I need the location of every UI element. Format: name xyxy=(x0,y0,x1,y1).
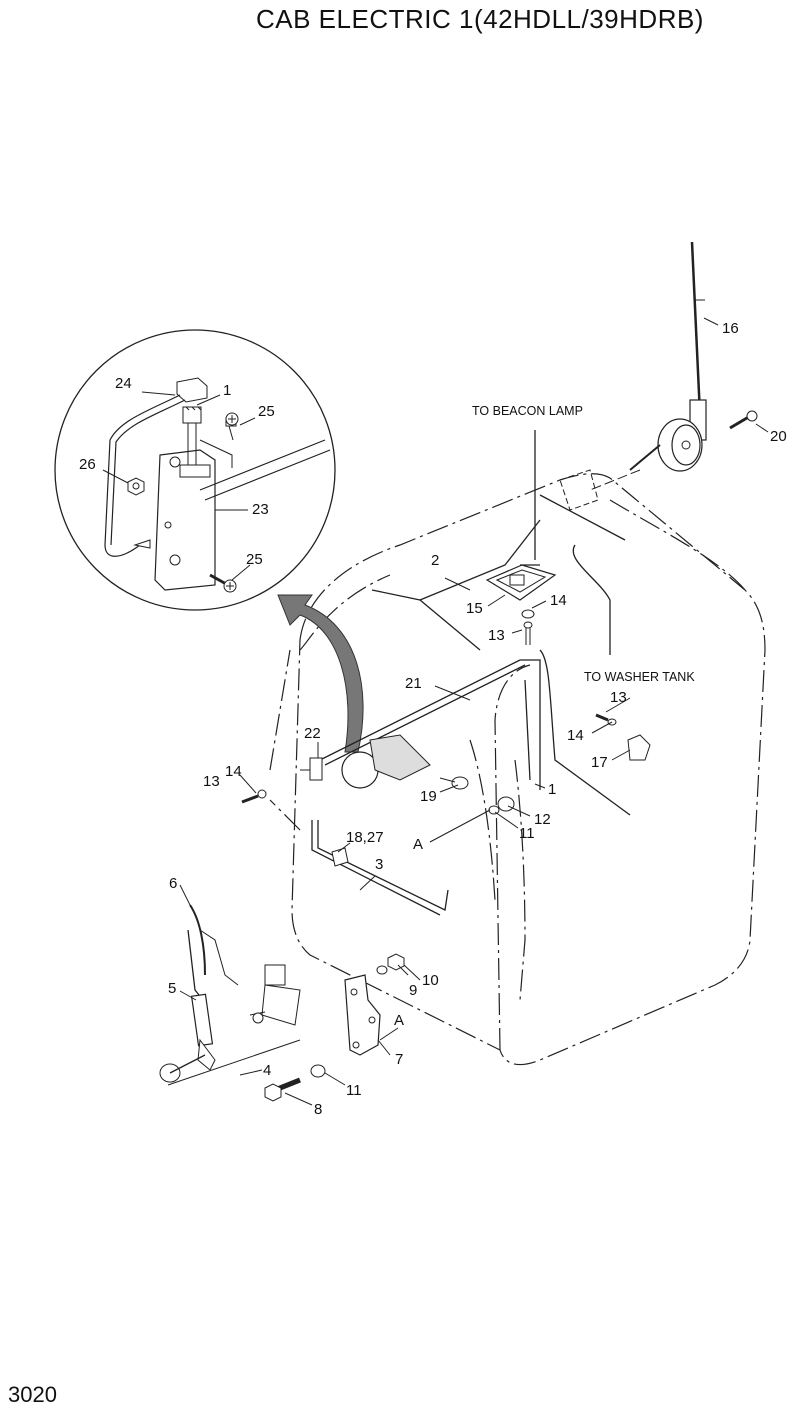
callout-13-top: 13 xyxy=(488,627,505,644)
callout-13-right: 13 xyxy=(610,689,627,706)
callout-19: 19 xyxy=(420,788,437,805)
callout-4: 4 xyxy=(263,1062,271,1079)
page-number: 3020 xyxy=(8,1382,57,1407)
beacon-connector xyxy=(485,564,557,601)
callout-14-top: 14 xyxy=(550,592,567,609)
callout-26: 26 xyxy=(79,456,96,473)
callout-5: 5 xyxy=(168,980,176,997)
seat-switch xyxy=(159,904,301,1083)
callout-16: 16 xyxy=(722,320,739,337)
callout-8: 8 xyxy=(314,1101,322,1118)
bracket-7 xyxy=(344,974,381,1056)
callout-9: 9 xyxy=(409,982,417,999)
harness-lower xyxy=(311,820,449,916)
callout-21: 21 xyxy=(405,675,422,692)
detail-view xyxy=(54,329,336,611)
beacon-lamp-note: TO BEACON LAMP xyxy=(472,404,583,418)
callout-25-top: 25 xyxy=(258,403,275,420)
page-title: CAB ELECTRIC 1(42HDLL/39HDRB) xyxy=(256,4,704,34)
washer-tank-note: TO WASHER TANK xyxy=(584,670,695,684)
callout-23: 23 xyxy=(252,501,269,518)
callout-12: 12 xyxy=(534,811,551,828)
callout-6: 6 xyxy=(169,875,177,892)
callout-2: 2 xyxy=(431,552,439,569)
callout-24: 24 xyxy=(115,375,132,392)
detail-arrow xyxy=(277,594,364,753)
callout-11-bottom: 11 xyxy=(346,1082,362,1099)
callout-10: 10 xyxy=(422,972,439,989)
cab-outline xyxy=(269,473,766,1066)
antenna xyxy=(629,241,758,472)
callout-A-bottom: A xyxy=(394,1012,404,1029)
harness-roof xyxy=(371,430,626,655)
callout-25-bottom: 25 xyxy=(246,551,263,568)
harness-main xyxy=(319,649,631,816)
callout-11-top: 11 xyxy=(519,825,535,842)
callout-17: 17 xyxy=(591,754,608,771)
callout-7: 7 xyxy=(395,1051,403,1068)
callout-1-detail: 1 xyxy=(223,382,231,399)
callout-15: 15 xyxy=(466,600,483,617)
callout-3: 3 xyxy=(375,856,383,873)
callout-14-right: 14 xyxy=(567,727,584,744)
callout-13-left: 13 xyxy=(203,773,220,790)
callout-A-top: A xyxy=(413,836,423,853)
callout-14-left: 14 xyxy=(225,763,242,780)
callout-20: 20 xyxy=(770,428,787,445)
callout-22: 22 xyxy=(304,725,321,742)
callout-18-27: 18,27 xyxy=(346,829,384,846)
callout-1-main: 1 xyxy=(548,781,556,798)
